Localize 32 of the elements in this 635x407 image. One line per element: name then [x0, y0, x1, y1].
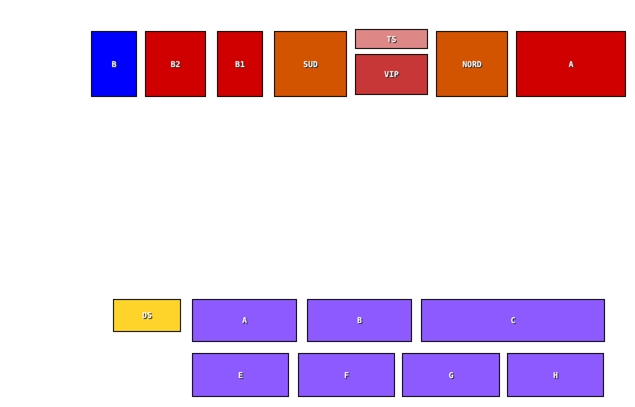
seating-section: [298, 353, 395, 397]
section-label: DS: [142, 311, 152, 320]
seating-section: [192, 299, 297, 342]
seating-section: [307, 299, 412, 342]
seating-section: [91, 31, 137, 97]
section-label: B: [112, 60, 116, 68]
section-label: A: [242, 316, 247, 325]
seating-section: [145, 31, 206, 97]
seating-section: [274, 31, 347, 97]
seating-section: [355, 29, 428, 49]
seating-section: [217, 31, 263, 97]
section-label: NORD: [462, 60, 482, 68]
section-label: F: [344, 370, 349, 380]
seating-section: [507, 353, 604, 397]
section-label: G: [448, 370, 454, 380]
seating-section: [355, 54, 428, 95]
seating-section: [421, 299, 605, 342]
section-label: B: [357, 316, 362, 325]
seating-section: [113, 299, 181, 332]
seating-section: [516, 31, 626, 97]
section-label: B1: [235, 60, 245, 68]
seating-section: [192, 353, 289, 397]
seating-section: [436, 31, 508, 97]
section-label: TS: [386, 34, 396, 44]
seating-section: [402, 353, 500, 397]
section-label: C: [510, 316, 516, 325]
section-label: E: [238, 370, 243, 380]
section-label: B2: [170, 60, 180, 68]
section-label: VIP: [384, 70, 399, 79]
section-label: H: [553, 370, 558, 380]
section-label: A: [568, 60, 574, 68]
section-label: SUD: [303, 60, 318, 68]
